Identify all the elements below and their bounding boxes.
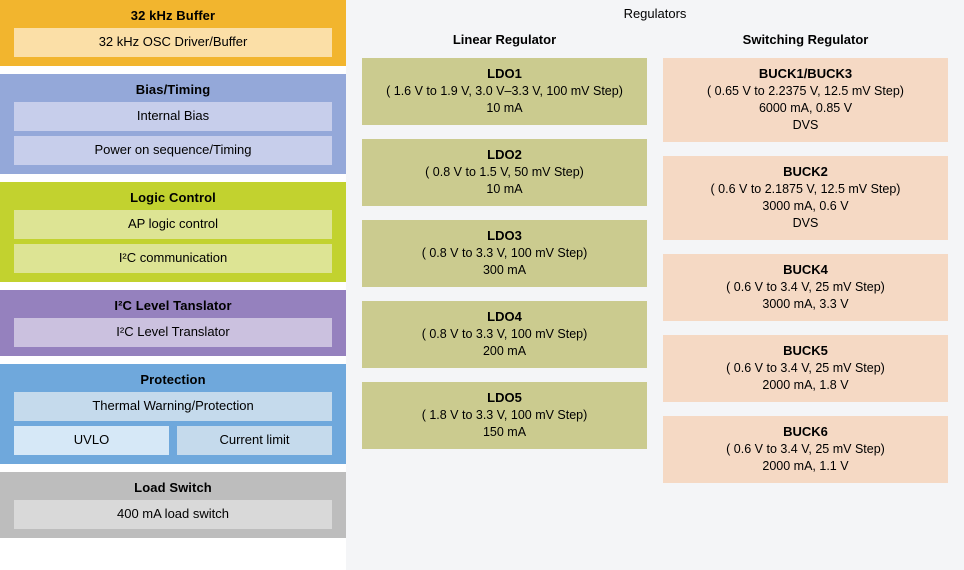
block-title-logic-control: Logic Control (130, 190, 216, 205)
block-item-power-on-sequence: Power on sequence/Timing (14, 136, 332, 165)
block-osc-buffer: 32 kHz Buffer 32 kHz OSC Driver/Buffer (0, 0, 346, 66)
block-item-uvlo: UVLO (14, 426, 169, 455)
block-i2c-level-translator: I²C Level Tanslator I²C Level Translator (0, 290, 346, 356)
regulators-panel: Regulators Linear Regulator LDO1 ( 1.6 V… (346, 0, 964, 570)
switching-regulator-title: Switching Regulator (742, 32, 869, 47)
regulator-spec-line: ( 0.6 V to 3.4 V, 25 mV Step) (726, 442, 885, 456)
block-load-switch: Load Switch 400 mA load switch (0, 472, 346, 538)
block-title-osc-buffer: 32 kHz Buffer (130, 8, 216, 23)
regulator-spec-line: ( 1.8 V to 3.3 V, 100 mV Step) (421, 408, 588, 422)
regulator-name: LDO4 (487, 309, 522, 324)
block-spacer (0, 356, 346, 364)
regulator-spec-line: 10 mA (486, 182, 523, 196)
linear-regulator-title: Linear Regulator (452, 32, 557, 47)
regulator-spec-line: ( 0.8 V to 3.3 V, 100 mV Step) (421, 327, 588, 341)
block-logic-control: Logic Control AP logic control I²C commu… (0, 182, 346, 282)
block-item-ap-logic-control: AP logic control (14, 210, 332, 239)
regulator-card-ldo1: LDO1 ( 1.6 V to 1.9 V, 3.0 V–3.3 V, 100 … (362, 58, 647, 125)
regulator-spec-line: ( 0.6 V to 3.4 V, 25 mV Step) (726, 280, 885, 294)
regulator-card-buck1-buck3: BUCK1/BUCK3 ( 0.65 V to 2.2375 V, 12.5 m… (663, 58, 948, 142)
protection-item-row: UVLO Current limit (14, 426, 332, 455)
regulator-spec-line: ( 0.6 V to 2.1875 V, 12.5 mV Step) (710, 182, 901, 196)
regulator-name: LDO5 (487, 390, 522, 405)
regulator-card-ldo2: LDO2 ( 0.8 V to 1.5 V, 50 mV Step) 10 mA (362, 139, 647, 206)
regulator-card-ldo3: LDO3 ( 0.8 V to 3.3 V, 100 mV Step) 300 … (362, 220, 647, 287)
regulator-name: LDO2 (487, 147, 522, 162)
block-title-i2c-level-translator: I²C Level Tanslator (114, 298, 232, 313)
regulator-card-ldo5: LDO5 ( 1.8 V to 3.3 V, 100 mV Step) 150 … (362, 382, 647, 449)
regulator-name: LDO1 (487, 66, 522, 81)
block-item-load-switch: 400 mA load switch (14, 500, 332, 529)
regulator-spec-line: 300 mA (482, 263, 527, 277)
block-title-protection: Protection (140, 372, 206, 387)
regulator-name: LDO3 (487, 228, 522, 243)
regulator-spec-line: ( 0.6 V to 3.4 V, 25 mV Step) (726, 361, 885, 375)
regulator-card-buck4: BUCK4 ( 0.6 V to 3.4 V, 25 mV Step) 3000… (663, 254, 948, 321)
block-item-current-limit: Current limit (177, 426, 332, 455)
block-spacer (0, 282, 346, 290)
regulator-columns: Linear Regulator LDO1 ( 1.6 V to 1.9 V, … (362, 24, 948, 497)
regulator-name: BUCK5 (783, 343, 828, 358)
block-protection: Protection Thermal Warning/Protection UV… (0, 364, 346, 464)
regulator-spec-line: 150 mA (482, 425, 527, 439)
block-item-thermal-warning: Thermal Warning/Protection (14, 392, 332, 421)
regulator-spec-line: DVS (792, 216, 819, 230)
regulator-spec-line: ( 0.8 V to 3.3 V, 100 mV Step) (421, 246, 588, 260)
regulator-spec-line: ( 0.8 V to 1.5 V, 50 mV Step) (425, 165, 584, 179)
regulator-spec-line: ( 0.65 V to 2.2375 V, 12.5 mV Step) (707, 84, 904, 98)
regulator-spec-line: 6000 mA, 0.85 V (758, 101, 853, 115)
regulator-spec-line: DVS (792, 118, 819, 132)
block-item-i2c-level-translator: I²C Level Translator (14, 318, 332, 347)
regulator-card-ldo4: LDO4 ( 0.8 V to 3.3 V, 100 mV Step) 200 … (362, 301, 647, 368)
regulator-name: BUCK2 (783, 164, 828, 179)
regulator-name: BUCK4 (783, 262, 828, 277)
block-title-bias-timing: Bias/Timing (135, 82, 211, 97)
block-item-internal-bias: Internal Bias (14, 102, 332, 131)
block-spacer (0, 66, 346, 74)
block-bias-timing: Bias/Timing Internal Bias Power on seque… (0, 74, 346, 174)
regulator-spec-line: 2000 mA, 1.8 V (762, 378, 849, 392)
linear-regulator-column: Linear Regulator LDO1 ( 1.6 V to 1.9 V, … (362, 32, 647, 497)
regulator-spec-line: 3000 mA, 0.6 V (762, 199, 849, 213)
regulator-spec-line: 2000 mA, 1.1 V (762, 459, 849, 473)
regulator-card-buck6: BUCK6 ( 0.6 V to 3.4 V, 25 mV Step) 2000… (663, 416, 948, 483)
regulator-name: BUCK1/BUCK3 (758, 66, 853, 81)
regulator-spec-line: 10 mA (486, 101, 523, 115)
regulator-card-buck2: BUCK2 ( 0.6 V to 2.1875 V, 12.5 mV Step)… (663, 156, 948, 240)
block-spacer (0, 174, 346, 182)
block-spacer (0, 464, 346, 472)
block-item-i2c-communication: I²C communication (14, 244, 332, 273)
regulator-spec-line: ( 1.6 V to 1.9 V, 3.0 V–3.3 V, 100 mV St… (386, 84, 623, 98)
regulators-title: Regulators (623, 6, 687, 21)
block-item-osc-driver: 32 kHz OSC Driver/Buffer (14, 28, 332, 57)
regulator-card-buck5: BUCK5 ( 0.6 V to 3.4 V, 25 mV Step) 2000… (663, 335, 948, 402)
regulator-name: BUCK6 (783, 424, 828, 439)
switching-regulator-column: Switching Regulator BUCK1/BUCK3 ( 0.65 V… (663, 32, 948, 497)
block-title-load-switch: Load Switch (134, 480, 212, 495)
subsystem-column: 32 kHz Buffer 32 kHz OSC Driver/Buffer B… (0, 0, 346, 570)
regulator-spec-line: 200 mA (482, 344, 527, 358)
regulator-spec-line: 3000 mA, 3.3 V (762, 297, 849, 311)
